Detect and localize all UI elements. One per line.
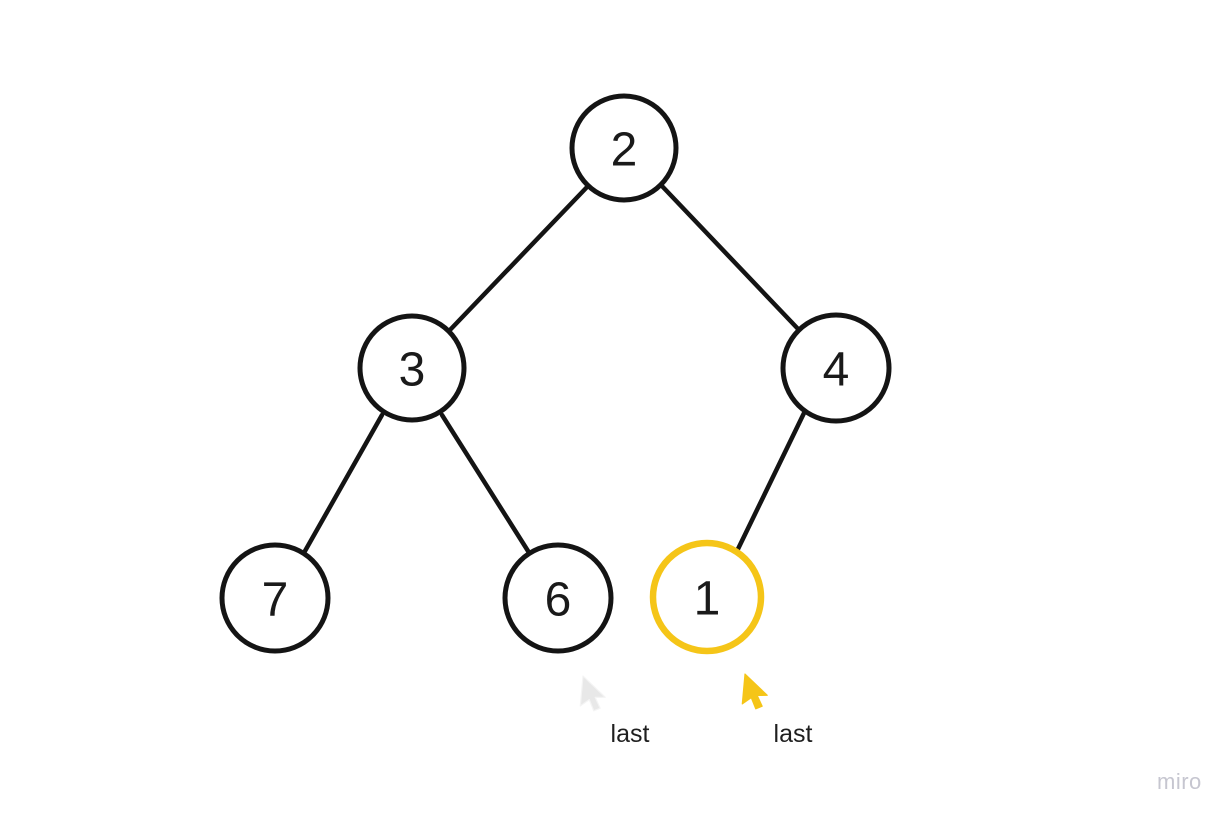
node-label-4: 4 bbox=[823, 344, 850, 397]
node-circle-4[interactable] bbox=[780, 312, 892, 424]
edge-layer bbox=[302, 182, 808, 554]
node-label-1: 1 bbox=[694, 573, 721, 626]
edge-2-to-3[interactable] bbox=[446, 183, 591, 334]
tree-node-4[interactable]: 4 bbox=[780, 312, 892, 424]
cursor-layer: last last bbox=[578, 673, 813, 748]
edge-3-to-6[interactable] bbox=[439, 412, 531, 554]
edge-3-to-7[interactable] bbox=[302, 412, 385, 554]
collaborator-cursor-yellow[interactable]: last bbox=[740, 673, 813, 748]
edge-2-to-4[interactable] bbox=[658, 182, 803, 334]
node-label-2: 2 bbox=[611, 124, 638, 177]
node-label-3: 3 bbox=[399, 344, 426, 397]
miro-watermark: miro bbox=[1157, 769, 1202, 794]
tree-node-3[interactable]: 3 bbox=[357, 313, 467, 423]
cursor-pointer-icon bbox=[741, 673, 768, 710]
cursor-label-yellow: last bbox=[774, 720, 813, 748]
tree-node-1-highlighted[interactable]: 1 bbox=[649, 539, 765, 655]
node-label-6: 6 bbox=[545, 574, 572, 627]
cursor-pointer-icon bbox=[579, 675, 606, 712]
node-label-7: 7 bbox=[262, 574, 289, 627]
collaborator-cursor-gray[interactable]: last bbox=[578, 675, 650, 748]
node-circle-7[interactable] bbox=[219, 542, 331, 654]
edge-4-to-1[interactable] bbox=[735, 408, 808, 552]
node-circle-1[interactable] bbox=[649, 539, 765, 655]
node-circle-6[interactable] bbox=[502, 542, 614, 654]
tree-node-7[interactable]: 7 bbox=[219, 542, 331, 654]
tree-node-6[interactable]: 6 bbox=[502, 542, 614, 654]
cursor-label-gray: last bbox=[611, 720, 650, 748]
tree-node-2[interactable]: 2 bbox=[569, 93, 679, 203]
node-layer: 2 3 4 7 6 1 bbox=[219, 93, 892, 655]
node-circle-2[interactable] bbox=[569, 93, 679, 203]
node-circle-3[interactable] bbox=[357, 313, 467, 423]
